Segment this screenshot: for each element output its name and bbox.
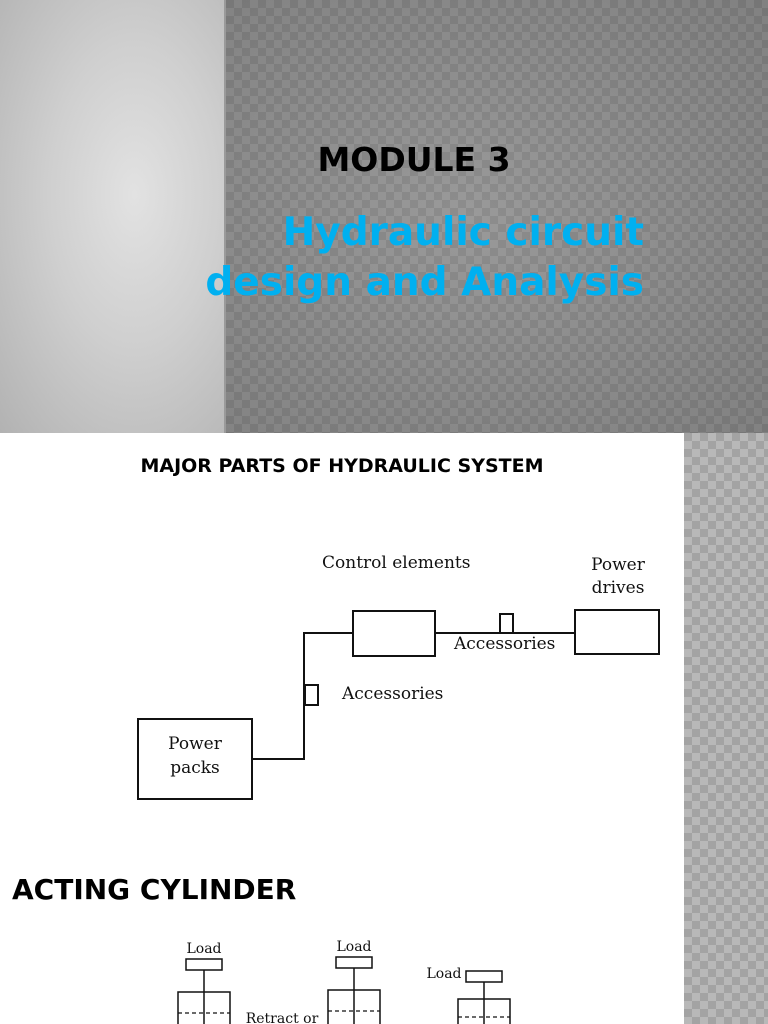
power-drives-label-line-2: drives [592, 578, 645, 598]
module-title: MODULE 3 [317, 140, 511, 179]
cylinder-body-1 [177, 991, 231, 1024]
power-packs-label-line-2: packs [170, 758, 220, 778]
acting-cylinder-diagram: Load Retract or Load Load [177, 939, 511, 1024]
acting-cylinder-heading: ACTING CYLINDER [12, 873, 297, 906]
load-block-2 [335, 956, 373, 969]
title-slide-left-panel [0, 0, 224, 433]
power-packs-label-line-1: Power [168, 734, 223, 754]
accessories-label-horizontal: Accessories [453, 634, 555, 654]
load-label-1: Load [186, 941, 221, 957]
hydraulic-system-diagram: Power packs Accessories Control elements… [137, 553, 660, 800]
accessory-box-horizontal [499, 613, 514, 634]
content-slide-pattern-strip [684, 433, 768, 1024]
content-slide: MAJOR PARTS OF HYDRAULIC SYSTEM Power pa… [0, 433, 768, 1024]
retract-label: Retract or [246, 1011, 319, 1024]
supply-line [252, 632, 353, 760]
accessory-box-vertical [304, 684, 319, 706]
power-drives-label-line-1: Power [591, 555, 646, 575]
load-block-3 [465, 970, 503, 983]
title-slide: MODULE 3 Hydraulic circuit design and An… [0, 0, 768, 433]
load-block-1 [185, 958, 223, 971]
cylinder-body-2 [327, 989, 381, 1024]
title-slide-pattern-panel [226, 0, 768, 433]
control-elements-label: Control elements [322, 553, 470, 573]
title-slide-divider [224, 0, 226, 433]
subtitle-line-2: design and Analysis [205, 260, 644, 305]
power-drives-box [574, 609, 660, 655]
subtitle-line-1: Hydraulic circuit [282, 210, 644, 255]
load-label-2: Load [336, 939, 371, 955]
load-label-3: Load [426, 966, 461, 982]
section-heading: MAJOR PARTS OF HYDRAULIC SYSTEM [140, 455, 544, 477]
slide-subtitle: Hydraulic circuit design and Analysis [84, 208, 644, 308]
accessories-label-vertical: Accessories [341, 684, 443, 704]
cylinder-body-3 [457, 998, 511, 1024]
control-elements-box [352, 610, 436, 657]
